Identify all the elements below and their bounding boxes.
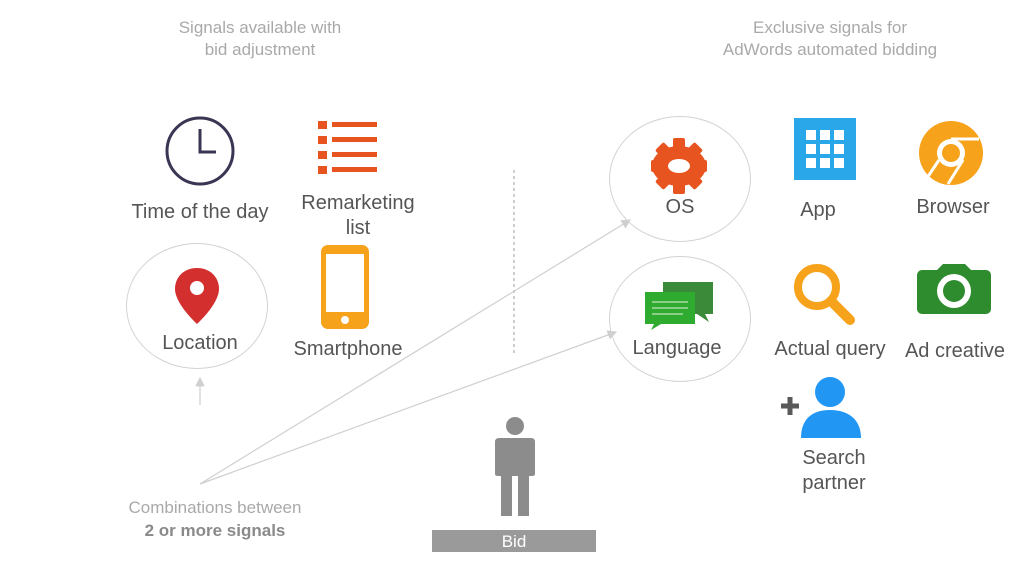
smartphone-label: Smartphone: [293, 338, 403, 360]
magnifier-icon: [794, 264, 855, 325]
search-partner-line2: partner: [802, 472, 866, 494]
arrow-to-language: [199, 330, 618, 485]
location-label: Location: [162, 332, 238, 354]
right-header-line2: AdWords automated bidding: [722, 40, 938, 59]
bid-label: Bid: [501, 532, 527, 551]
person-icon: [495, 417, 535, 516]
combinations-text: Combinations between 2 or more signals: [100, 496, 330, 542]
bid-bar: Bid: [432, 530, 596, 552]
time-of-day-label: Time of the day: [131, 201, 269, 223]
os-ring: [609, 116, 751, 242]
right-header-line1: Exclusive signals for: [752, 18, 907, 37]
left-header: Signals available with bid adjustment: [140, 17, 380, 61]
browser-icon: [919, 121, 983, 185]
chat-bubbles-icon: [645, 282, 713, 330]
clock-icon: [165, 116, 235, 186]
browser-label: Browser: [916, 196, 990, 218]
list-icon: [318, 121, 377, 174]
left-header-line1: Signals available with: [178, 18, 342, 37]
app-label: App: [800, 199, 836, 221]
left-header-line2: bid adjustment: [204, 40, 316, 59]
camera-icon: [917, 264, 991, 314]
smartphone-icon: [321, 245, 369, 329]
search-partner-line1: Search: [802, 447, 866, 469]
language-ring: [609, 256, 751, 382]
person-plus-icon: [781, 377, 861, 438]
right-header: Exclusive signals for AdWords automated …: [690, 17, 970, 61]
actual-query-label: Actual query: [774, 338, 886, 360]
remarketing-label-line2: list: [345, 217, 371, 239]
language-label: Language: [632, 337, 722, 359]
ad-creative-label: Ad creative: [904, 340, 1006, 362]
location-ring: [126, 243, 268, 369]
arrow-to-os: [199, 219, 632, 485]
remarketing-label: Remarketing list: [288, 191, 428, 241]
location-pin-icon: [175, 268, 219, 324]
app-grid-icon: [794, 118, 856, 180]
combinations-line2: 2 or more signals: [144, 521, 286, 540]
combinations-line1: Combinations between: [128, 498, 302, 517]
gear-icon: [651, 138, 707, 194]
search-partner-label: Search partner: [774, 446, 894, 496]
os-label: OS: [665, 196, 695, 218]
remarketing-label-line1: Remarketing: [301, 192, 415, 214]
